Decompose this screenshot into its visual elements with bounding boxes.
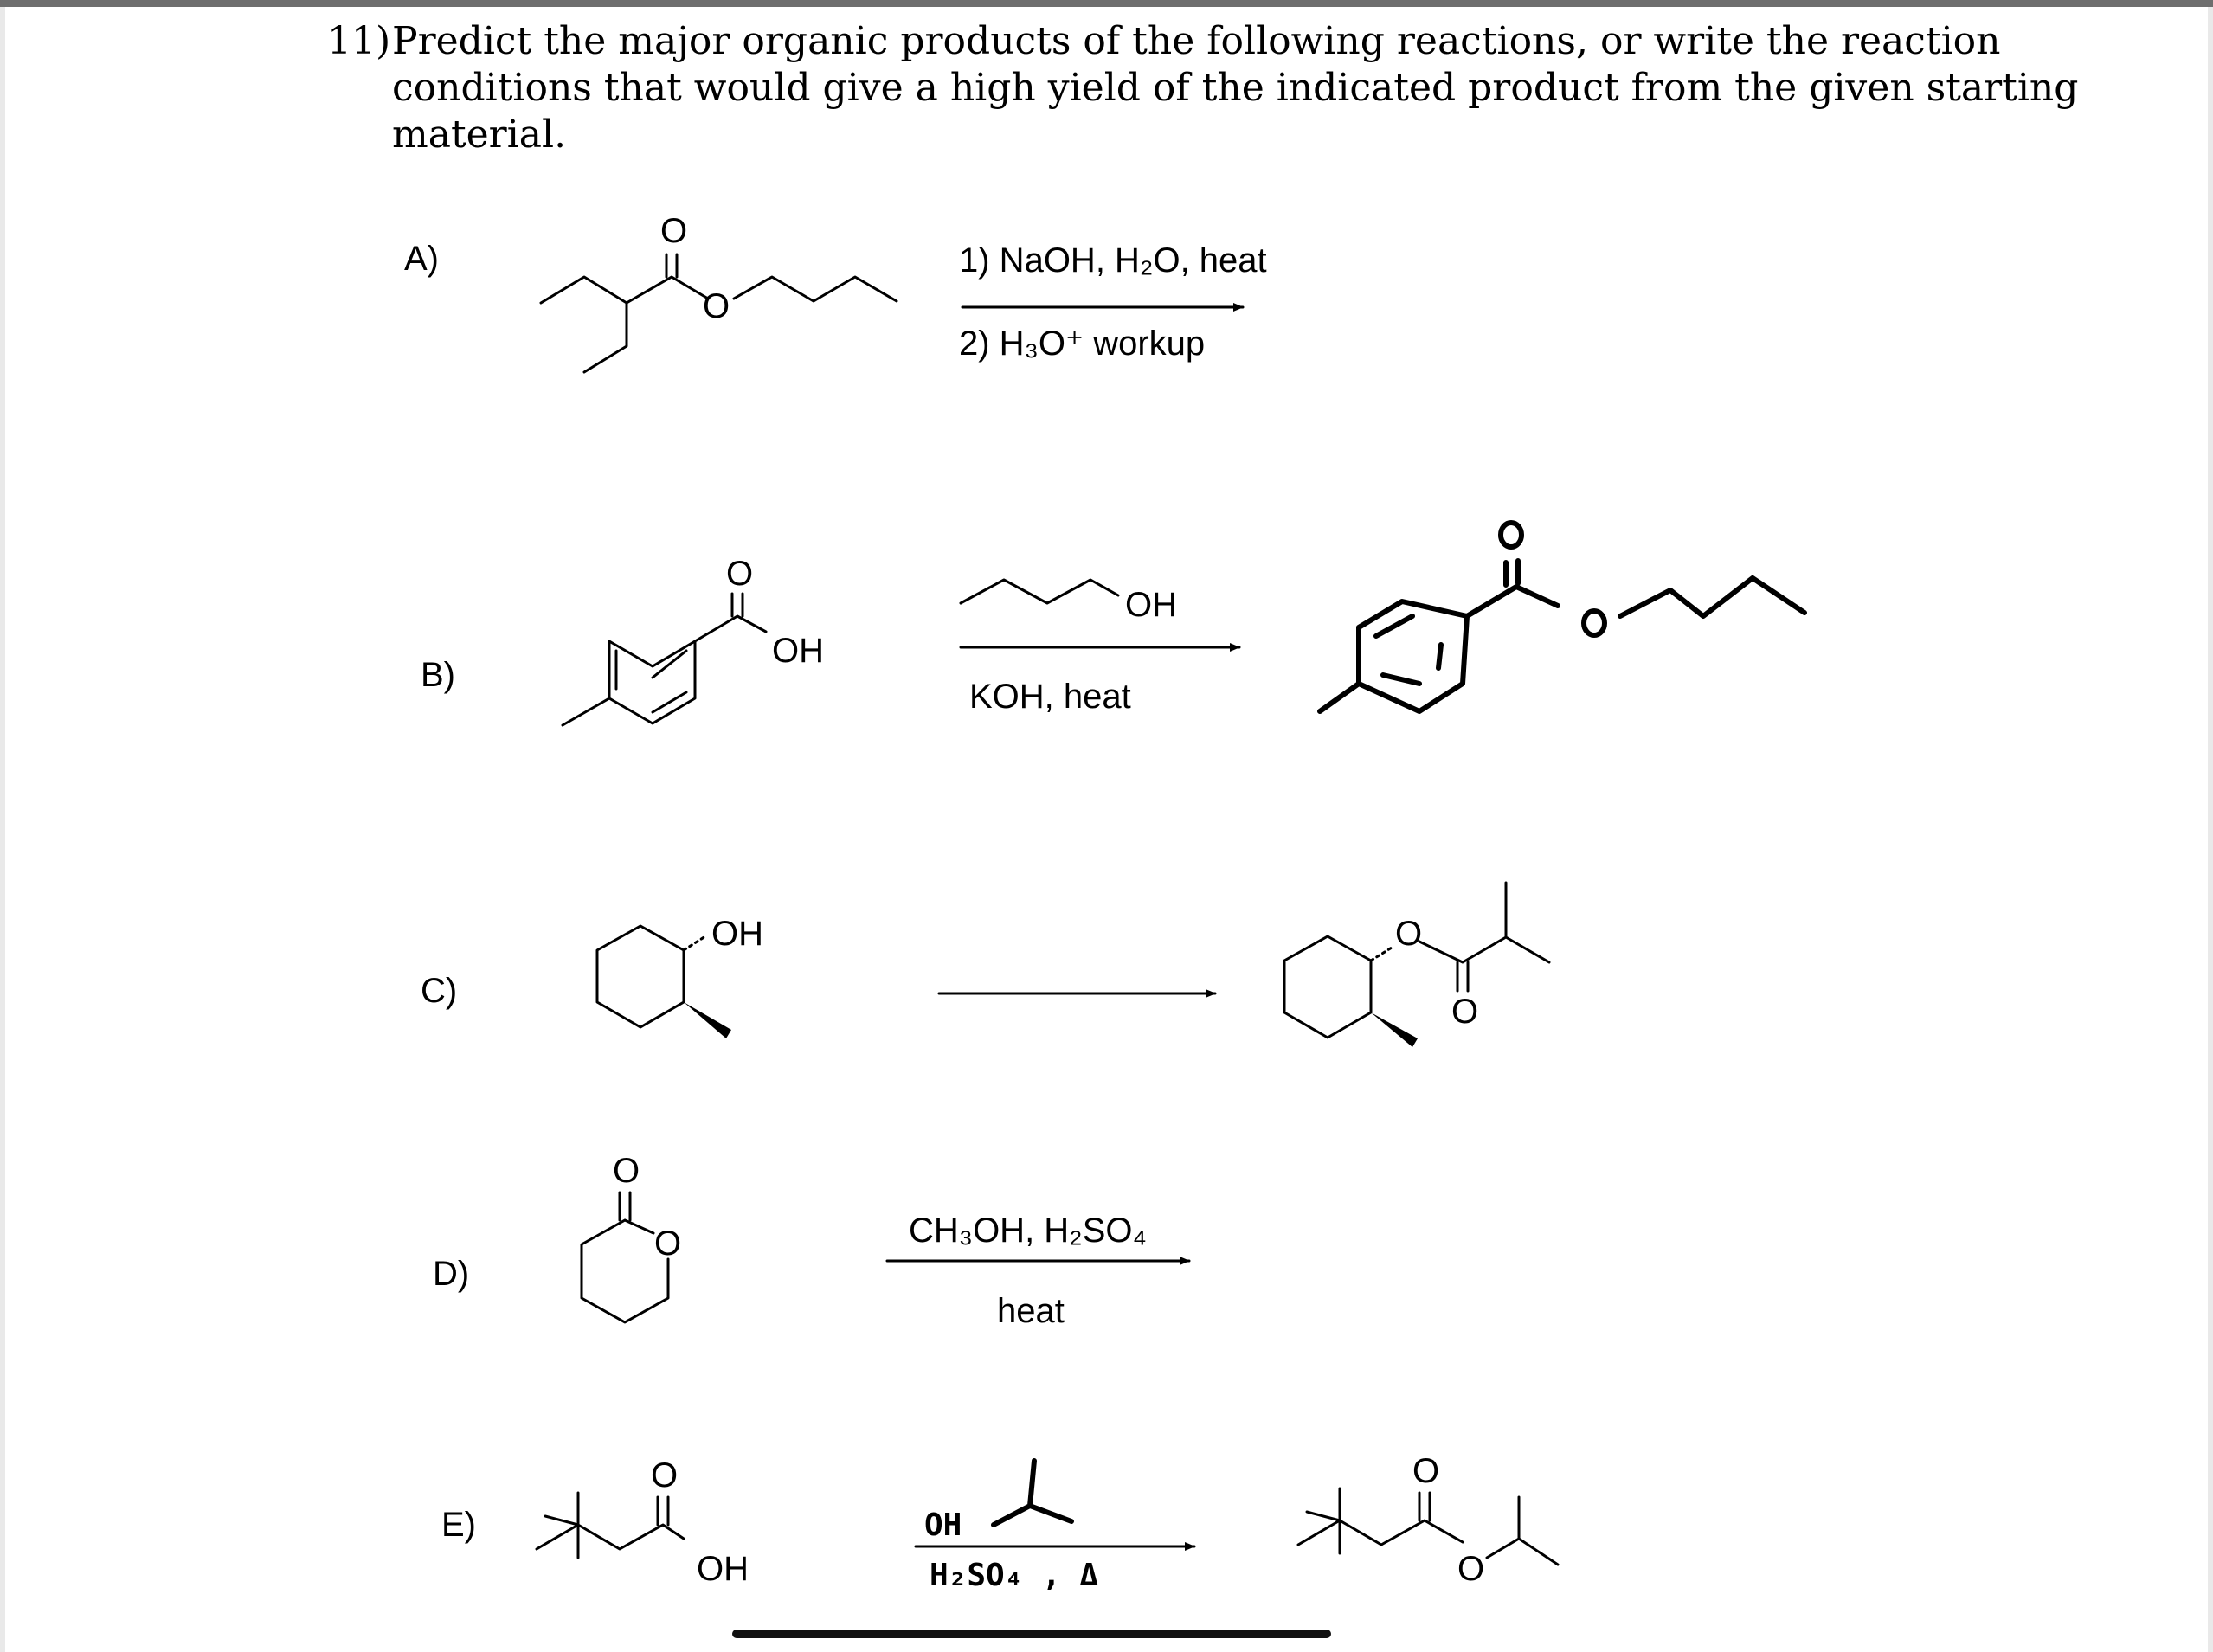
lactone-carbonyl-bond [618,1191,632,1222]
question-line-3: material. [392,112,566,157]
reaction-e-starting-material: O OH [535,1456,749,1588]
product-isopropyl-group [1485,1495,1560,1566]
reaction-b-reagent-below: KOH, heat [969,678,1131,716]
sec-butyl-chain [539,275,628,374]
document-page [5,7,2208,1652]
wedge-bond-methyl [684,1002,731,1038]
lactone-carbonyl-oxygen: O [613,1152,640,1190]
product-methyl-bond [1317,681,1361,714]
hydroxyl-group: OH [711,915,763,953]
ester-chain [625,275,710,305]
reaction-b: B) O OH OH KOH, heat [421,520,1807,727]
reaction-b-starting-material: O OH [561,555,824,727]
reaction-a: A) O O 1) NaOH, H₂O, heat 2) H₃O⁺ workup [404,212,1267,374]
product-carbonyl-oxygen: O [1412,1452,1439,1490]
product-cyclohexane-ring [1283,935,1373,1039]
reaction-e: E) O OH OH H₂SO₄ , Δ O O [441,1452,1560,1593]
window-top-bar [0,0,2213,7]
acid-hydroxyl: OH [697,1550,749,1588]
reaction-d-label: D) [433,1255,469,1293]
carbonyl-oxygen: O [660,212,687,250]
reaction-d: D) O O CH₃OH, H₂SO₄ heat [433,1152,1191,1330]
product-ester-oxygen [1581,608,1607,638]
product-ester-oxygen: O [1395,915,1422,953]
product-carbonyl-bond [1456,961,1470,993]
reaction-d-starting-material: O O [580,1152,681,1324]
tert-butyl-chain [535,1491,685,1559]
reaction-c-label: C) [421,972,457,1010]
reaction-c: C) OH O O [421,881,1551,1047]
carboxyl-hydroxyl: OH [772,632,824,670]
reaction-d-reagent-below: heat [997,1292,1065,1330]
reaction-e-reagent-below: H₂SO₄ , Δ [930,1558,1098,1593]
acid-carbonyl-bond [656,1495,670,1527]
product-carbonyl-bond [1418,1491,1431,1522]
reaction-c-product: O O [1283,881,1551,1047]
question-number: 11) [327,19,390,63]
question-line-2: conditions that would give a high yield … [392,66,2078,110]
product-ester-oxygen: O [1457,1550,1484,1588]
reaction-a-reagent-2: 2) H₃O⁺ workup [959,325,1205,363]
reaction-b-product-handdrawn [1317,520,1807,714]
reaction-e-product: O O [1296,1452,1560,1588]
methyl-bond [561,697,611,727]
product-ester-chain [1464,584,1560,619]
carboxyl-oxygen: O [726,555,753,593]
hashed-bond-oh [682,935,707,952]
product-ring-double-bonds [1373,614,1444,686]
reaction-d-reagent-above: CH₃OH, H₂SO₄ [909,1212,1147,1250]
product-carbonyl-oxygen [1498,520,1524,550]
question-line-1: Predict the major organic products of th… [392,19,2001,63]
ring-oxygen: O [654,1225,681,1263]
product-isobutyryl-chain [1418,881,1551,964]
reaction-a-starting-material: O O [539,212,898,374]
reaction-e-reagent-above: OH [924,1507,962,1543]
butanol-chain [959,578,1120,605]
product-carbonyl-bond [1503,558,1521,588]
product-hashed-bond [1369,946,1393,962]
reaction-b-label: B) [421,656,455,694]
carbonyl-bond [665,253,679,279]
reaction-b-reagent-above: OH [1125,586,1177,624]
acid-carbonyl-oxygen: O [651,1456,678,1495]
product-tert-butyl-chain [1296,1487,1464,1555]
carboxyl-carbonyl-bond [730,592,744,618]
product-wedge-bond [1371,1012,1418,1047]
lactone-ring [580,1218,670,1324]
isopropanol-sketch [991,1458,1074,1527]
reaction-a-reagent-1: 1) NaOH, H₂O, heat [959,241,1267,280]
butyl-chain [732,275,898,303]
reaction-c-starting-material: OH [595,915,763,1038]
cyclohexane-ring [595,924,685,1029]
ester-oxygen: O [703,287,730,325]
horizontal-scroll-indicator[interactable] [732,1630,1331,1638]
reaction-e-reagents-handdrawn: OH H₂SO₄ , Δ [914,1458,1196,1593]
reaction-a-label: A) [404,240,439,278]
ring-double-bonds [614,649,688,714]
carboxyl-chain [693,614,768,643]
product-carbonyl-oxygen: O [1451,993,1478,1031]
reaction-e-label: E) [441,1506,476,1544]
product-butyl-chain [1618,575,1807,619]
